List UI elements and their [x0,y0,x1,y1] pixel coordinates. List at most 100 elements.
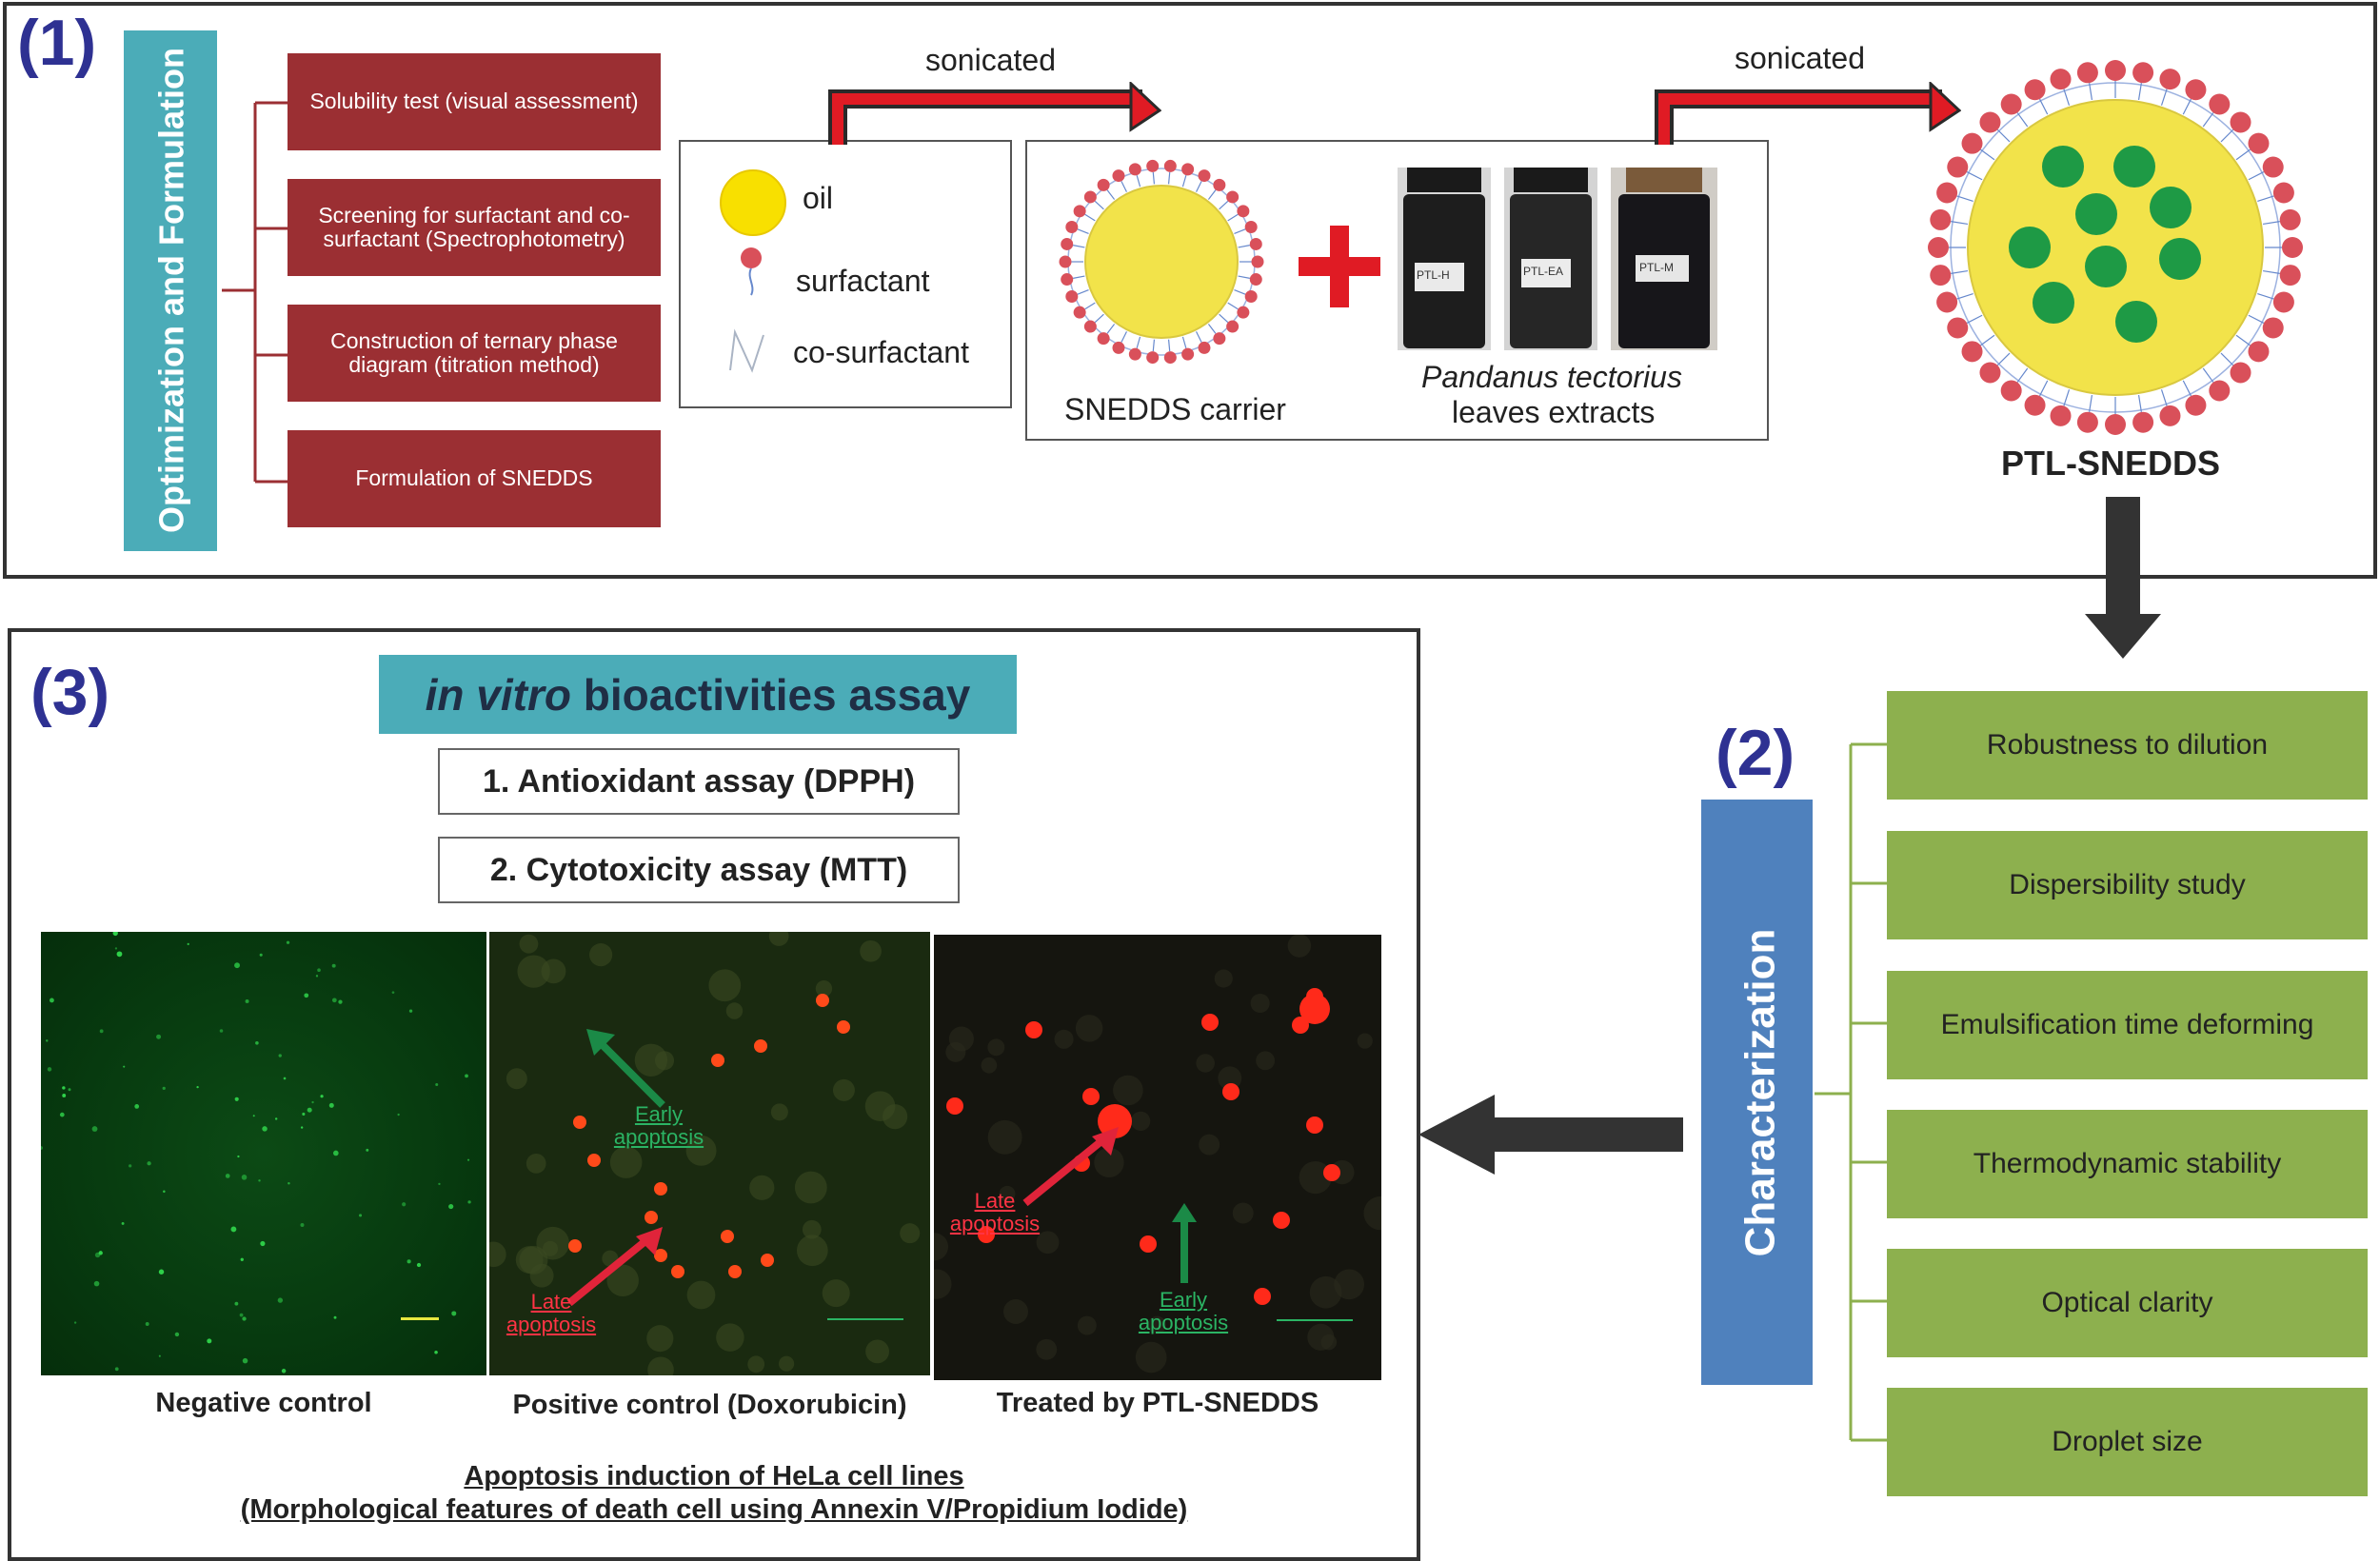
char-thermodynamic: Thermodynamic stability [1887,1110,2368,1218]
surfactant-tail [1227,302,1239,310]
red-cell [1140,1235,1157,1253]
extract-particle [2113,146,2155,188]
cell-dot [207,1338,212,1344]
cell-shadow [948,1026,974,1052]
extract-particle [2033,282,2074,324]
surfactant-head [1181,163,1195,176]
panel-3-number: (3) [30,656,110,728]
panel-2-number: (2) [1716,717,1795,789]
cell-shadow [749,1175,775,1200]
surfactant-tail [1207,324,1217,334]
cell-dot [134,1104,140,1109]
surfactant-tail [2182,380,2192,397]
cell-dot [333,1150,339,1156]
cell-shadow [815,980,833,998]
vial-ptl-ea: PTL-EA [1504,168,1597,350]
cell-dot [47,1067,52,1072]
red-cell [978,1226,995,1243]
surfactant-head [1198,169,1211,183]
cell-shadow [1287,935,1312,958]
cell-dot [219,1029,224,1033]
early-apoptosis-label-pos: Early apoptosis [613,1102,704,1150]
surfactant-tail [2089,83,2093,101]
cell-dot [286,940,290,944]
early-apoptosis-label-trt: Early apoptosis [1138,1288,1229,1335]
surfactant-icon [741,247,762,296]
surfactant-head [1061,237,1074,250]
cell-dot [73,1321,77,1324]
cell-dot [302,1112,306,1116]
cell-dot [129,1164,132,1168]
cell-shadow [634,1043,668,1077]
surfactant-tail [1121,331,1127,343]
red-cell [671,1265,684,1278]
surfactant-head [1083,320,1097,333]
micrograph-positive-control: Early apoptosis Late apoptosis [489,932,930,1375]
surfactant-tail [1966,314,1983,324]
scale-bar-3 [1277,1319,1353,1321]
cell-dot [281,1369,287,1373]
surfactant-tail [1238,275,1251,279]
cell-shadow [489,1241,506,1268]
cell-shadow [1250,993,1270,1014]
left-arrow [1418,1095,1683,1175]
vial-label-3: PTL-M [1639,261,1674,274]
red-cell [1323,1164,1340,1181]
surfactant-tail [1996,352,2011,366]
cell-dot [258,1179,261,1182]
surfactant-tail [2063,389,2071,406]
cell-shadow [1256,1051,1276,1071]
red-cell [711,1054,724,1067]
bioactivity-title-rest: bioactivities assay [570,669,971,720]
cell-dot [278,1054,282,1057]
cell-dot [91,1126,98,1132]
surfactant-head [1979,111,2001,133]
surfactant-tail [1956,292,1973,300]
cell-dot [121,1221,125,1225]
surfactant-tail [1951,269,1969,274]
cell-dot [391,991,395,995]
red-cell-large [1299,994,1330,1024]
surfactant-tail [1207,189,1217,200]
surfactant-head [1930,208,1952,230]
red-cell [754,1039,767,1053]
cell-shadow [1054,1029,1074,1049]
surfactant-tail [2235,148,2251,161]
plus-icon [1299,226,1380,307]
cell-dot [234,1301,239,1306]
cell-dot [62,1094,67,1097]
sonicated-label-2: sonicated [1735,41,1865,75]
surfactant-tail [2016,112,2029,128]
surfactant-tail [2089,394,2093,412]
treated-cells [934,935,1381,1373]
cell-shadow [1131,1111,1151,1131]
extract-label-leaves: leaves extracts [1452,395,1656,429]
surfactant-tail [2016,367,2029,383]
cell-shadow [1334,1269,1365,1300]
cell-dot [158,1354,161,1357]
surfactant-head [1112,341,1125,354]
surfactant-head [2050,405,2072,426]
cell-dot [317,968,321,973]
cell-dot [320,1095,324,1098]
surfactant-tail [1181,336,1187,349]
cell-shadow [934,1233,949,1261]
surfactant-head [1237,205,1250,218]
surfactant-head [1146,159,1160,172]
bioactivity-title-box: in vitro bioactivities assay [379,655,1017,734]
surfactant-head [1226,190,1240,204]
red-cell [587,1154,601,1167]
cell-dot [304,993,309,998]
surfactant-head [2105,60,2126,81]
red-cell [654,1182,667,1195]
sonicated-label-1: sonicated [925,43,1056,77]
cell-shadow [768,932,789,946]
cell-dot [434,1350,438,1354]
surfactant-tail [1238,245,1251,248]
surfactant-tail [1966,171,1983,181]
surfactant-head [1936,182,1958,204]
cell-shadow [865,1339,889,1364]
surfactant-tail [1196,181,1202,192]
surfactant-tail [2137,83,2142,101]
surfactant-head [2279,265,2301,287]
